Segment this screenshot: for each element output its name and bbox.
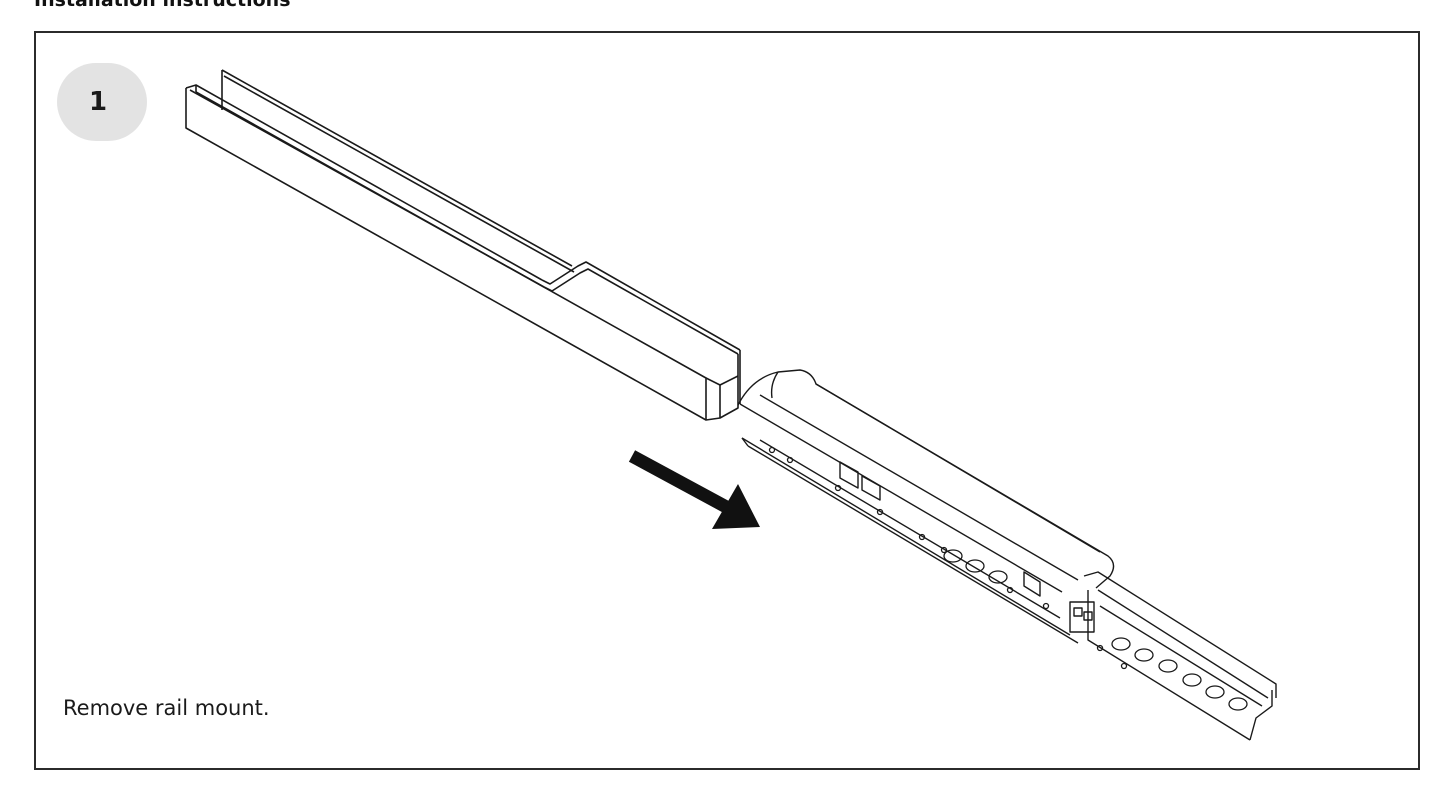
step-number: 1 bbox=[89, 87, 108, 117]
door-closer-icon bbox=[737, 369, 1277, 741]
step-panel bbox=[34, 31, 1420, 770]
rail-mount-icon bbox=[185, 69, 741, 421]
direction-arrow-icon bbox=[628, 450, 760, 529]
step-number-badge: 1 bbox=[57, 63, 147, 141]
rail-holes bbox=[768, 446, 1248, 711]
step-caption: Remove rail mount. bbox=[63, 696, 270, 720]
page-title: Installation instructions bbox=[34, 0, 291, 11]
